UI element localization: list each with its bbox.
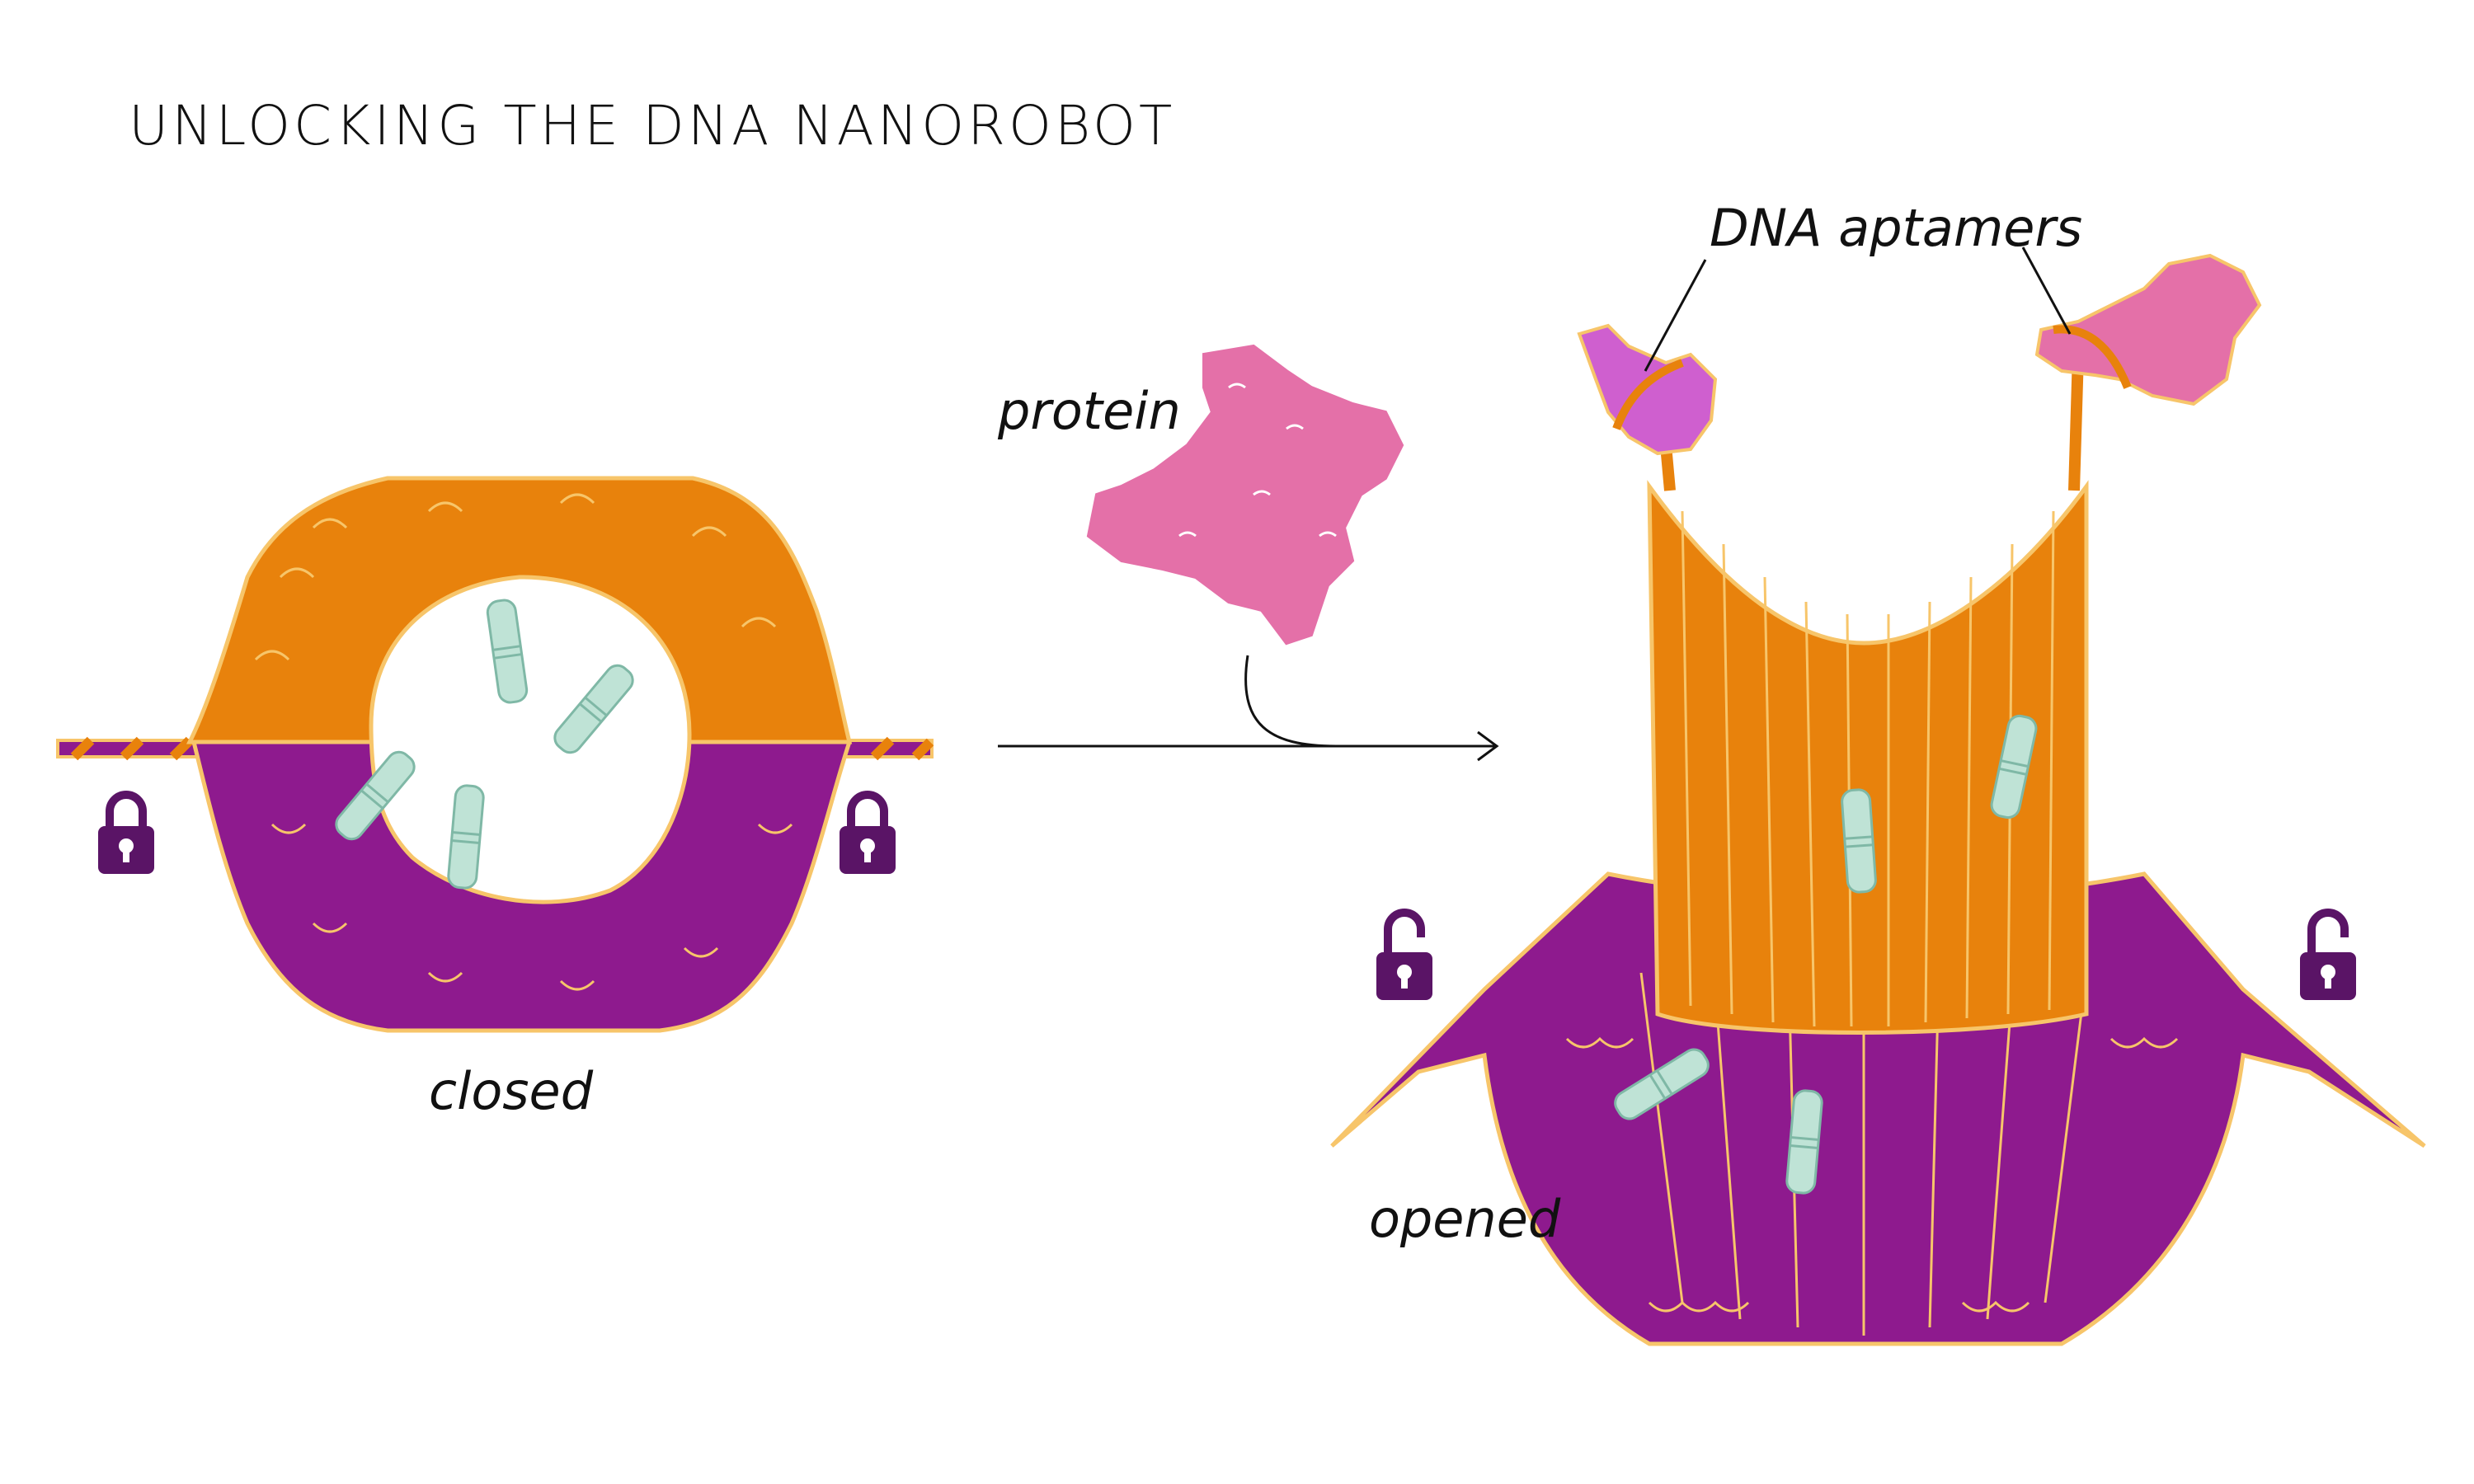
diagram-title: UNLOCKING THE DNA NANOROBOT xyxy=(129,94,1175,157)
aptamer-left xyxy=(1577,323,1718,456)
lock-closed-icon xyxy=(840,795,896,874)
arrow-head-icon xyxy=(1477,730,1499,762)
closed-robot xyxy=(56,476,934,1033)
aptamers-leader-right xyxy=(2021,247,2072,335)
lock-open-icon xyxy=(1376,913,1432,1000)
closed-label: closed xyxy=(429,1061,594,1121)
cargo-capsule xyxy=(1840,787,1878,895)
aptamers-leader-left xyxy=(1644,259,1707,372)
opened-robot xyxy=(1330,253,2426,1346)
lock-closed-icon xyxy=(98,795,154,874)
opened-label: opened xyxy=(1369,1189,1561,1249)
protein-shape xyxy=(1086,344,1404,646)
lock-open-icon xyxy=(2300,913,2356,1000)
closed-cavity xyxy=(369,575,692,904)
binding-arrow-curve xyxy=(1244,655,1337,748)
aptamer-right xyxy=(2034,253,2262,406)
aptamers-label: DNA aptamers xyxy=(1710,198,2082,258)
protein-label: protein xyxy=(997,381,1181,441)
